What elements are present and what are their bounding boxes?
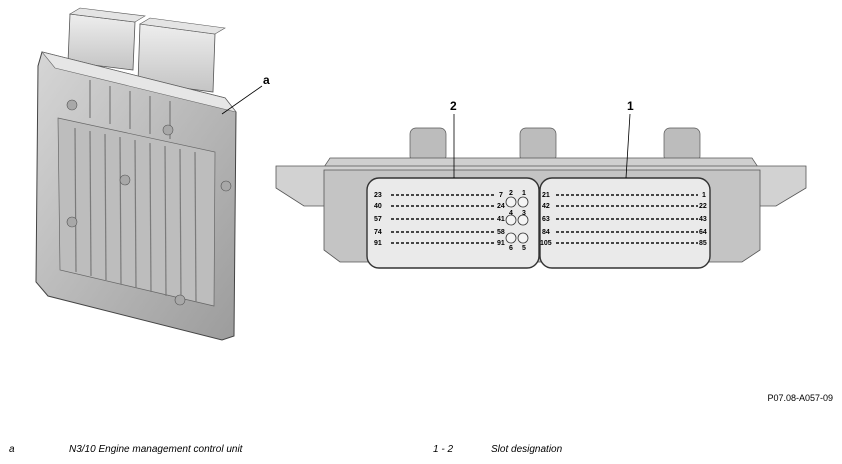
pin-label: 7 [499,192,503,199]
pin-label: 105 [540,240,552,247]
pin-label: 43 [699,216,707,223]
pin-label: 84 [542,229,550,236]
pin-label: 5 [522,245,526,252]
pin-label: 3 [522,210,526,217]
pin-labels-slot-1-outer: 1 22 43 64 85 [699,192,707,247]
pin-label: 1 [702,192,706,199]
callout-2: 2 [450,99,457,113]
pin-label: 58 [497,229,505,236]
pin-label: 42 [542,203,550,210]
pin-label: 40 [374,203,382,210]
pin-label: 1 [522,190,526,197]
callout-a: a [263,73,270,87]
pin-label: 21 [542,192,550,199]
ecu-figure: 23 40 57 74 91 7 24 41 58 91 2 1 4 3 6 5… [35,7,807,341]
pin-label: 74 [374,229,382,236]
pin-label: 6 [509,245,513,252]
legend-desc-1-2: Slot designation [491,444,563,455]
pin-label: 64 [699,229,707,236]
callout-1-leader [625,113,631,179]
legend-key-1-2: 1 - 2 [433,444,454,455]
callout-1: 1 [627,99,634,113]
legend-key-a: a [9,444,15,455]
figure-reference: P07.08-A057-09 [767,393,833,403]
legend-desc-a: N3/10 Engine management control unit [69,444,243,455]
pin-labels-power: 2 1 4 3 6 5 [509,190,526,252]
pin-labels-slot-2-outer: 23 40 57 74 91 [374,192,382,247]
slot-1-connector [539,177,711,269]
pin-label: 2 [509,190,513,197]
ecu-connector-view [275,127,807,269]
pin-label: 91 [374,240,382,247]
pin-label: 85 [699,240,707,247]
pin-label: 24 [497,203,505,210]
pin-label: 23 [374,192,382,199]
pin-label: 91 [497,240,505,247]
ecu-isometric-view [35,7,237,341]
pin-labels-slot-1-inner: 21 42 63 84 105 [540,192,552,247]
pin-label: 41 [497,216,505,223]
callout-a-leader [221,85,263,115]
pin-label: 57 [374,216,382,223]
pin-label: 22 [699,203,707,210]
pin-label: 63 [542,216,550,223]
slot-2-connector [366,177,540,269]
pin-labels-slot-2-inner: 7 24 41 58 91 [497,192,505,247]
pin-label: 4 [509,210,513,217]
